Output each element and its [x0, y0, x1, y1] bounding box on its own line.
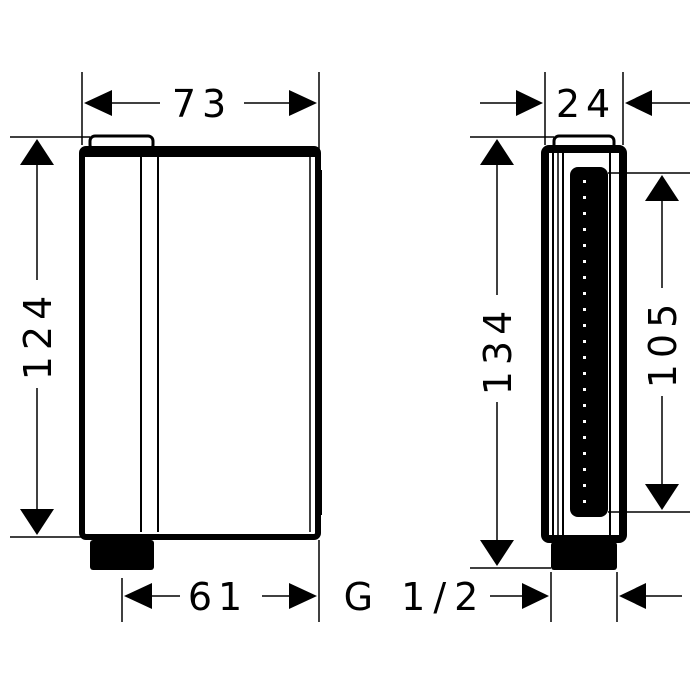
side-view: 24 134 105 G 1/2 [344, 72, 690, 622]
dim-height-134: 134 [476, 305, 520, 396]
arrow-up-icon [645, 175, 679, 201]
arrow-left-icon [625, 90, 652, 116]
front-view: 73 124 61 [10, 72, 322, 622]
arrow-right-icon [516, 90, 543, 116]
dim-width-61: 61 [188, 575, 248, 619]
arrow-right-icon [289, 90, 317, 116]
dim-width-24: 24 [556, 82, 616, 126]
bottom-connector [90, 540, 154, 570]
arrow-down-icon [20, 509, 54, 535]
arrow-right-icon [289, 583, 317, 609]
body-outline [79, 146, 321, 540]
thread-connector [551, 542, 617, 570]
arrow-left-icon [124, 583, 152, 609]
arrow-down-icon [645, 484, 679, 510]
arrow-up-icon [20, 139, 54, 165]
nozzle-dots [583, 180, 586, 503]
thread-spec-label: G 1/2 [344, 575, 487, 619]
dim-width-73: 73 [172, 82, 232, 126]
arrow-left-icon [84, 90, 112, 116]
arrow-up-icon [480, 139, 514, 165]
arrow-down-icon [480, 540, 514, 566]
dim-height-124: 124 [16, 290, 60, 381]
nozzle-strip [570, 167, 608, 517]
arrow-left-icon [619, 583, 646, 609]
dim-length-105: 105 [641, 298, 685, 389]
arrow-right-icon [522, 583, 549, 609]
